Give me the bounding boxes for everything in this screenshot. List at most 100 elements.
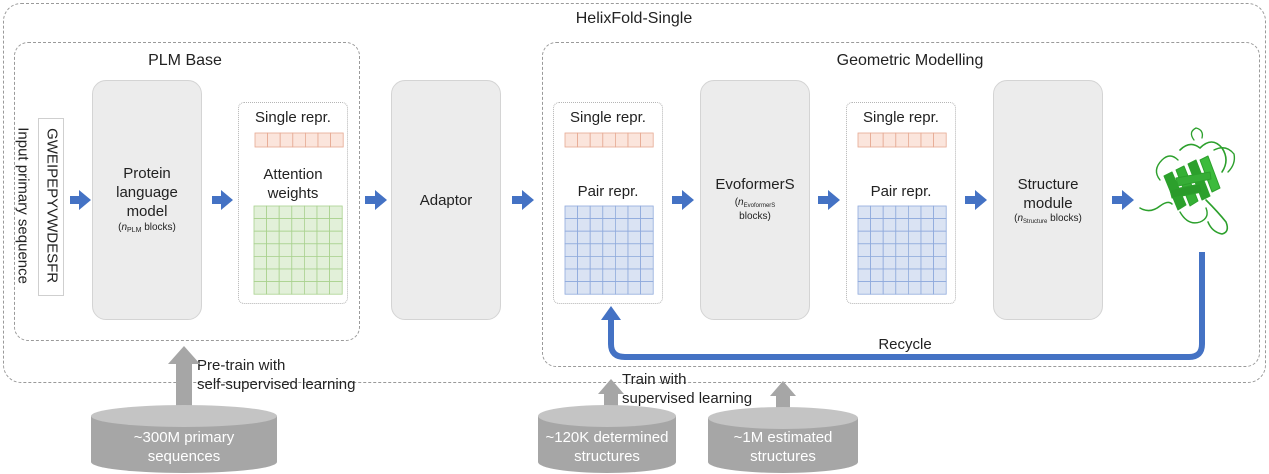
grid-cell xyxy=(253,243,268,257)
geo-single-repr-out-strip xyxy=(857,132,947,148)
grid-cell xyxy=(278,243,293,257)
geometric-modelling-container xyxy=(542,42,1260,367)
geometric-modelling-title: Geometric Modelling xyxy=(836,52,984,69)
grid-cell xyxy=(316,205,331,220)
single-repr-cell xyxy=(615,132,629,148)
plm-line1: Protein xyxy=(123,165,171,182)
protein-structure-image xyxy=(1139,127,1236,235)
single-repr-cell xyxy=(857,132,872,148)
plm-single-repr-label: Single repr. xyxy=(255,109,331,126)
single-repr-cell xyxy=(627,132,642,148)
plm-base-title: PLM Base xyxy=(148,52,222,69)
grid-cell xyxy=(933,281,947,295)
grid-cell xyxy=(627,205,642,220)
grid-cell xyxy=(266,230,280,245)
grid-cell xyxy=(870,268,884,283)
database-120k xyxy=(538,405,676,473)
attention-weights-line1: Attention xyxy=(263,166,323,183)
grid-cell xyxy=(895,268,909,283)
single-repr-cell xyxy=(304,132,319,148)
train-arrow-left xyxy=(598,379,624,410)
grid-cell xyxy=(329,205,343,220)
grid-cell xyxy=(895,255,909,270)
grid-cell xyxy=(640,281,654,295)
grid-cell xyxy=(895,218,909,232)
grid-cell xyxy=(602,281,616,295)
geo-pair-repr-in-label: Pair repr. xyxy=(577,183,639,200)
grid-cell xyxy=(316,281,331,295)
single-repr-cell xyxy=(589,132,604,148)
single-repr-cell xyxy=(933,132,947,148)
grid-cell xyxy=(278,230,293,245)
grid-cell xyxy=(857,205,872,220)
geo-single-repr-in-strip xyxy=(564,132,654,148)
pretrain-arrow xyxy=(168,346,200,406)
grid-cell xyxy=(577,255,591,270)
grid-cell xyxy=(895,230,909,245)
database-1m-line2: structures xyxy=(750,448,816,465)
structure-blocks-count: (nStructure blocks) xyxy=(1014,213,1082,225)
grid-cell xyxy=(329,218,343,232)
grid-cell xyxy=(291,218,305,232)
grid-cell xyxy=(933,268,947,283)
grid-cell xyxy=(589,218,604,232)
grid-cell xyxy=(303,243,318,257)
grid-cell xyxy=(564,281,579,295)
train-line1: Train with xyxy=(622,371,687,388)
grid-cell xyxy=(615,205,629,220)
grid-cell xyxy=(564,218,579,232)
grid-cell xyxy=(266,205,280,220)
adaptor-label: Adaptor xyxy=(419,192,473,209)
plm-output-box xyxy=(238,102,348,304)
grid-cell xyxy=(253,205,268,220)
grid-cell xyxy=(933,205,947,220)
grid-cell xyxy=(933,218,947,232)
grid-cell xyxy=(266,268,280,283)
evoformers-label: EvoformerS xyxy=(715,176,795,193)
grid-cell xyxy=(602,205,616,220)
grid-cell xyxy=(640,205,654,220)
grid-cell xyxy=(920,230,935,245)
grid-cell xyxy=(589,230,604,245)
grid-cell xyxy=(589,205,604,220)
grid-cell xyxy=(895,205,909,220)
grid-cell xyxy=(857,218,872,232)
structure-module-line1: Structure xyxy=(1017,176,1079,193)
grid-cell xyxy=(857,268,872,283)
grid-cell xyxy=(589,243,604,257)
grid-cell xyxy=(882,243,897,257)
single-repr-cell xyxy=(895,132,909,148)
grid-cell xyxy=(303,268,318,283)
single-repr-cell xyxy=(602,132,616,148)
grid-cell xyxy=(640,268,654,283)
grid-cell xyxy=(882,255,897,270)
grid-cell xyxy=(933,255,947,270)
grid-cell xyxy=(291,281,305,295)
single-repr-cell xyxy=(267,132,281,148)
grid-cell xyxy=(577,230,591,245)
plm-line2: language xyxy=(116,184,178,201)
main-title: HelixFold-Single xyxy=(575,10,693,27)
grid-cell xyxy=(316,243,331,257)
grid-cell xyxy=(870,243,884,257)
attention-weights-line2: weights xyxy=(267,185,319,202)
grid-cell xyxy=(278,281,293,295)
single-repr-cell xyxy=(330,132,344,148)
structure-module-line2: module xyxy=(1023,195,1073,212)
grid-cell xyxy=(857,255,872,270)
grid-cell xyxy=(615,218,629,232)
grid-cell xyxy=(253,230,268,245)
grid-cell xyxy=(329,230,343,245)
grid-cell xyxy=(564,205,579,220)
grid-cell xyxy=(266,281,280,295)
database-300m-line1: ~300M primary xyxy=(133,429,235,446)
single-repr-cell xyxy=(317,132,332,148)
grid-cell xyxy=(266,218,280,232)
arrow-plm-to-output xyxy=(212,190,233,210)
grid-cell xyxy=(920,218,935,232)
grid-cell xyxy=(870,281,884,295)
grid-cell xyxy=(278,205,293,220)
grid-cell xyxy=(895,281,909,295)
grid-cell xyxy=(303,205,318,220)
geo-single-repr-out-label: Single repr. xyxy=(863,109,939,126)
